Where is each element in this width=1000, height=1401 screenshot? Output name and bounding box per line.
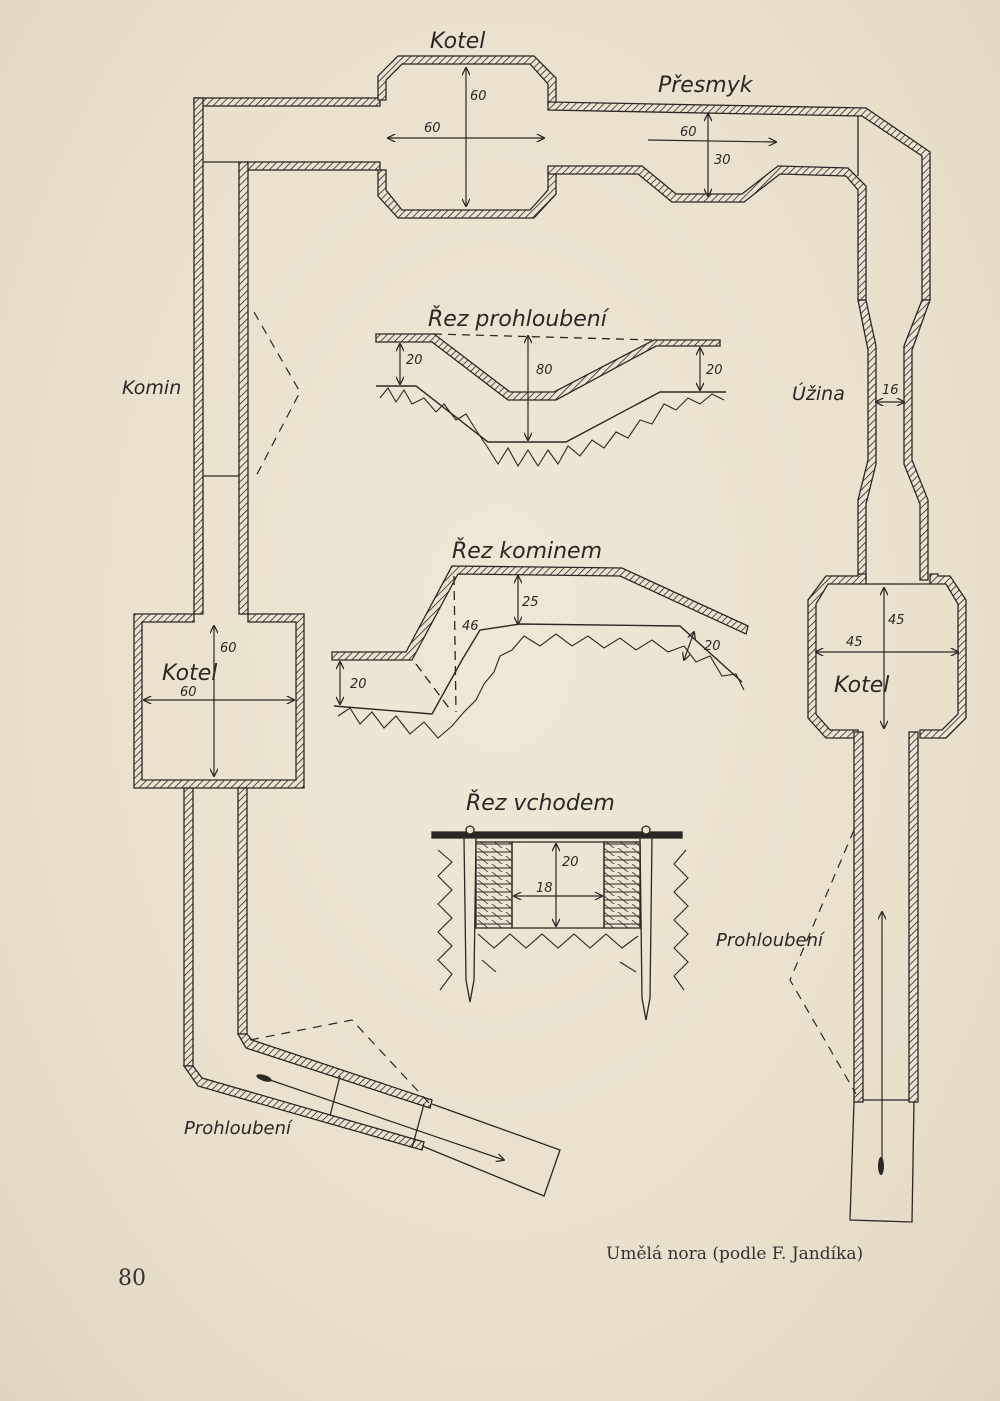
label-kotel-left: Kotel xyxy=(162,661,217,686)
komin-ground xyxy=(333,623,743,715)
left-exit-direction-arrow xyxy=(269,1079,504,1160)
left-kotel-wall xyxy=(133,613,305,789)
label-prohloubeni-right: Prohloubení xyxy=(716,930,826,951)
label-presmyk: Přesmyk xyxy=(658,73,754,98)
vchod-top-plank xyxy=(431,831,683,839)
label-rez-prohloubeni: Řez prohloubení xyxy=(428,306,610,332)
vchod-wall-right xyxy=(603,841,641,929)
dim-kotel-left-height: 60 xyxy=(220,641,237,656)
dim-vchod-height: 20 xyxy=(562,855,579,870)
vchod-peg-left-head xyxy=(465,825,475,835)
right-kotel-wall xyxy=(807,573,967,739)
dim-prohl-left: 20 xyxy=(406,353,423,368)
left-lower-tunnel-inner-wall xyxy=(237,787,248,1035)
komin-surface xyxy=(331,565,749,661)
left-prohloubeni-dashed-guide xyxy=(249,1019,431,1105)
left-exit-divider-1 xyxy=(329,1075,341,1117)
left-lower-tunnel-outer-wall xyxy=(183,787,194,1067)
plan-walls xyxy=(133,55,967,1151)
dim-kotel-top-height: 60 xyxy=(470,89,487,104)
dim-prohl-depth: 80 xyxy=(536,363,553,378)
figure-caption: Umělá nora (podle F. Jandíka) xyxy=(606,1244,864,1264)
vchod-opening xyxy=(511,841,605,929)
left-exit-outer-wall xyxy=(182,1065,425,1151)
right-tunnel-left-wall xyxy=(853,731,864,1103)
right-exit-marker xyxy=(878,1157,884,1175)
top-left-tunnel-outer-wall xyxy=(193,97,381,107)
label-rez-vchodem: Řez vchodem xyxy=(466,790,615,816)
label-kotel-right: Kotel xyxy=(834,673,889,698)
dim-kotel-right-height: 45 xyxy=(888,613,905,628)
page-number: 80 xyxy=(118,1266,146,1291)
prohloubeni-ground-texture xyxy=(379,387,725,468)
left-exit-marker xyxy=(256,1074,272,1082)
dim-komin-depth: 25 xyxy=(522,595,539,610)
section-komin xyxy=(331,565,749,739)
komin-dashed-guide xyxy=(253,311,301,481)
presmyk-bottom-wall xyxy=(547,165,867,301)
left-exit-divider-2 xyxy=(411,1103,425,1149)
section-prohloubeni xyxy=(375,333,726,468)
dim-presmyk-width: 60 xyxy=(680,125,697,140)
label-prohloubeni-left: Prohloubení xyxy=(184,1118,294,1139)
top-kotel-wall xyxy=(377,55,557,105)
vchod-peg-right-head xyxy=(641,825,651,835)
komin-right-arrow xyxy=(684,632,694,660)
section-vchod xyxy=(431,825,689,1021)
dim-prohl-right: 20 xyxy=(706,363,723,378)
komin-dashed-slope xyxy=(415,663,453,713)
komin-ground-texture xyxy=(337,633,745,739)
label-rez-kominem: Řez kominem xyxy=(452,538,602,564)
left-exit-inner-wall xyxy=(236,1033,433,1109)
vchod-peg-right xyxy=(639,837,653,1021)
dim-komin-left: 20 xyxy=(350,677,367,692)
left-tunnel-outer-wall xyxy=(193,97,204,615)
uzina-left-wall xyxy=(857,299,877,581)
prohloubeni-surface xyxy=(375,333,721,401)
label-uzina: Úžina xyxy=(792,381,845,405)
prohloubeni-ground xyxy=(376,385,726,443)
top-left-tunnel-inner-wall xyxy=(245,161,381,171)
left-tunnel-inner-wall xyxy=(238,161,249,615)
label-kotel-top: Kotel xyxy=(430,29,485,54)
dim-komin-right: 20 xyxy=(704,639,721,654)
right-tunnel-right-wall xyxy=(908,731,919,1103)
dim-kotel-left-width: 60 xyxy=(180,685,197,700)
vchod-peg-left xyxy=(463,837,477,1003)
dim-presmyk-height: 30 xyxy=(714,153,731,168)
dim-kotel-top-width: 60 xyxy=(424,121,441,136)
left-exit-end xyxy=(421,1103,561,1197)
right-exit-end xyxy=(849,1101,915,1223)
vchod-wall-left xyxy=(475,841,513,929)
dim-vchod-width: 18 xyxy=(536,881,553,896)
label-komin: Komin xyxy=(122,377,181,399)
uzina-right-wall xyxy=(903,299,931,581)
prohloubeni-dashed-level xyxy=(433,333,655,341)
komin-dashed-shaft xyxy=(453,575,457,713)
presmyk-width-arrow xyxy=(647,140,776,142)
right-prohloubeni-dashed-guide xyxy=(789,829,857,1095)
dim-kotel-right-width: 45 xyxy=(846,635,863,650)
vchod-ground-texture xyxy=(437,849,689,991)
dim-komin-slant: 46 xyxy=(462,619,479,634)
dim-uzina-width: 16 xyxy=(882,383,899,398)
top-kotel-wall-bottom xyxy=(377,169,557,219)
